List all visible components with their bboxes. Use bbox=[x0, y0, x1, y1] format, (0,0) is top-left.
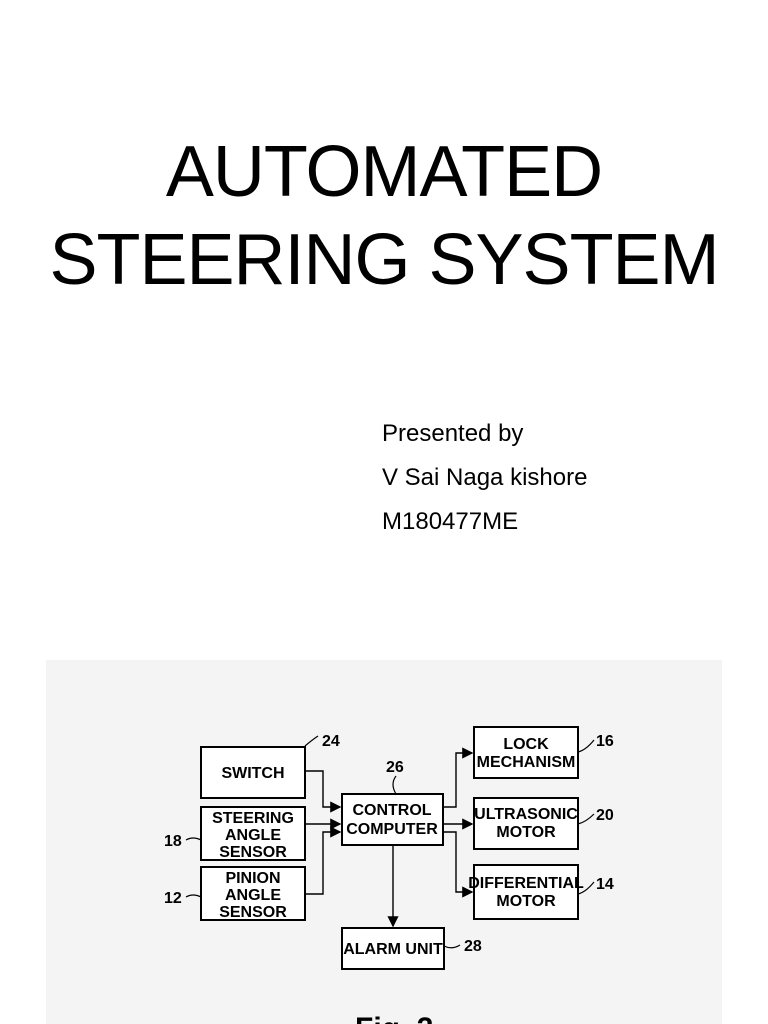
ultrasonic-label-2: MOTOR bbox=[496, 824, 556, 841]
switch-block: SWITCH bbox=[200, 746, 306, 799]
ref-18: 18 bbox=[164, 833, 182, 850]
presented-by-label: Presented by bbox=[382, 420, 524, 447]
slide-title: AUTOMATED STEERING SYSTEM bbox=[0, 128, 768, 304]
steering-label-1: STEERING bbox=[212, 810, 294, 827]
control-computer-block: CONTROL COMPUTER bbox=[341, 793, 444, 846]
lock-mechanism-block: LOCK MECHANISM bbox=[473, 726, 579, 779]
lock-label-1: LOCK bbox=[503, 736, 549, 753]
presenter-id: M180477ME bbox=[382, 508, 519, 535]
block-diagram-figure: SWITCH 24 STEERING ANGLE SENSOR 18 PINIO… bbox=[46, 660, 722, 1024]
ultrasonic-label-1: ULTRASONIC bbox=[474, 806, 578, 823]
differential-motor-block: DIFFERENTIAL MOTOR bbox=[468, 864, 584, 920]
alarm-unit-block: ALARM UNIT bbox=[341, 927, 445, 970]
diagram-connectors bbox=[305, 747, 474, 928]
ref-20: 20 bbox=[596, 807, 614, 824]
pinion-label-3: SENSOR bbox=[219, 904, 287, 921]
steering-label-2: ANGLE bbox=[225, 827, 281, 844]
block-diagram: SWITCH 24 STEERING ANGLE SENSOR 18 PINIO… bbox=[164, 726, 614, 1024]
ref-28: 28 bbox=[464, 938, 482, 955]
presenter-name: V Sai Naga kishore bbox=[382, 464, 588, 491]
steering-label-3: SENSOR bbox=[219, 844, 287, 861]
control-label-2: COMPUTER bbox=[346, 821, 438, 838]
presenter-info: Presented by V Sai Naga kishore M180477M… bbox=[382, 412, 587, 544]
ref-14: 14 bbox=[596, 876, 614, 893]
control-label-1: CONTROL bbox=[352, 802, 431, 819]
title-line-1: AUTOMATED bbox=[165, 132, 603, 212]
pinion-label-2: ANGLE bbox=[225, 887, 281, 904]
ultrasonic-motor-block: ULTRASONIC MOTOR bbox=[473, 797, 579, 850]
ref-26: 26 bbox=[386, 759, 404, 776]
pinion-label-1: PINION bbox=[225, 870, 280, 887]
ref-12: 12 bbox=[164, 890, 182, 907]
alarm-label: ALARM UNIT bbox=[343, 941, 443, 958]
lock-label-2: MECHANISM bbox=[477, 754, 576, 771]
steering-angle-sensor-block: STEERING ANGLE SENSOR bbox=[200, 806, 306, 861]
differential-label-1: DIFFERENTIAL bbox=[468, 875, 584, 892]
figure-caption: Fig. 2 bbox=[355, 1012, 433, 1024]
title-line-2: STEERING SYSTEM bbox=[49, 220, 719, 300]
differential-label-2: MOTOR bbox=[496, 893, 556, 910]
ref-16: 16 bbox=[596, 733, 614, 750]
switch-label: SWITCH bbox=[221, 765, 284, 782]
ref-24: 24 bbox=[322, 733, 340, 750]
pinion-angle-sensor-block: PINION ANGLE SENSOR bbox=[200, 866, 306, 921]
